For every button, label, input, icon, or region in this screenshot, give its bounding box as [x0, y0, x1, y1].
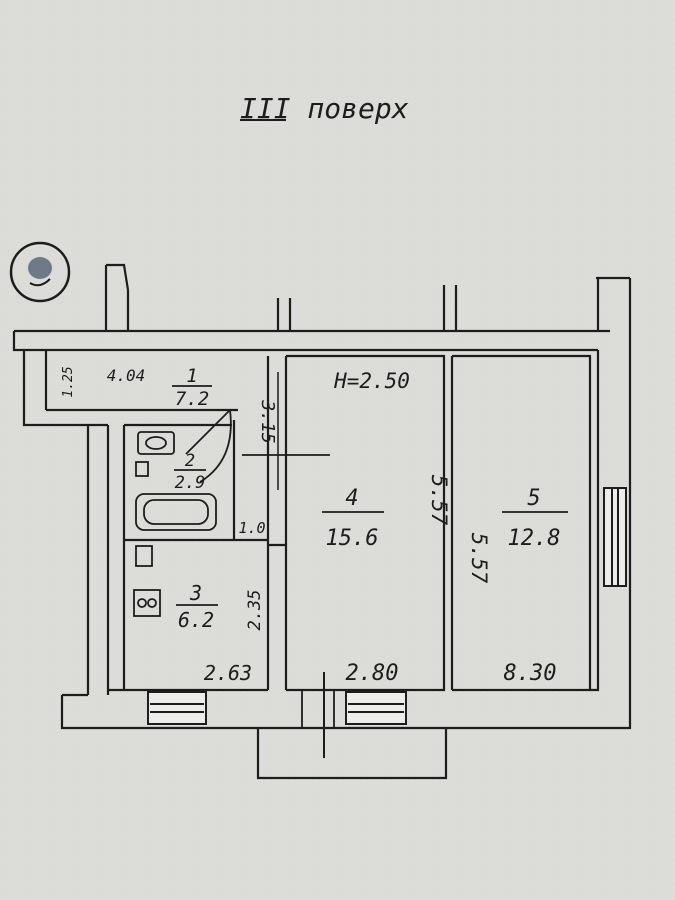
svg-text:1: 1 [186, 365, 197, 387]
dim-hall-length: 4.04 [107, 366, 146, 385]
svg-text:2.9: 2.9 [175, 473, 206, 493]
svg-text:12.8: 12.8 [508, 526, 561, 551]
svg-text:3: 3 [189, 581, 202, 605]
dim-hall-width: 1.25 [61, 366, 76, 397]
dim-room4-depth: 5.57 [427, 475, 451, 526]
svg-text:4: 4 [345, 486, 358, 511]
svg-text:6.2: 6.2 [178, 608, 214, 632]
dim-room5-depth: 5.57 [467, 533, 491, 584]
svg-text:7.2: 7.2 [175, 388, 209, 410]
dim-kitchen-width: 2.63 [204, 661, 252, 685]
kitchen-stove [133, 545, 161, 617]
room-label-2: 2 2.9 [174, 451, 206, 493]
room-label-3: 3 6.2 [176, 581, 218, 632]
room-label-4: 4 15.6 [322, 486, 384, 551]
balcony-room4 [345, 691, 407, 725]
room-label-1: 1 7.2 [172, 365, 212, 410]
dim-hall-depth: 3.15 [257, 399, 278, 443]
dim-bath-gap: 1.0 [238, 519, 265, 537]
dim-kitchen-depth: 2.35 [245, 590, 265, 631]
balcony-kitchen [147, 691, 207, 725]
orientation-mark-icon [9, 241, 71, 303]
bath-fixtures [135, 409, 232, 531]
svg-text:5: 5 [527, 486, 540, 511]
room-label-5: 5 12.8 [502, 486, 568, 551]
svg-text:15.6: 15.6 [326, 526, 379, 551]
ceiling-height-label: H=2.50 [333, 369, 410, 393]
svg-text:2: 2 [185, 451, 195, 471]
dim-room4-width: 2.80 [346, 661, 399, 686]
window-room5 [603, 487, 627, 587]
dim-room5-width: 8.30 [504, 661, 557, 686]
